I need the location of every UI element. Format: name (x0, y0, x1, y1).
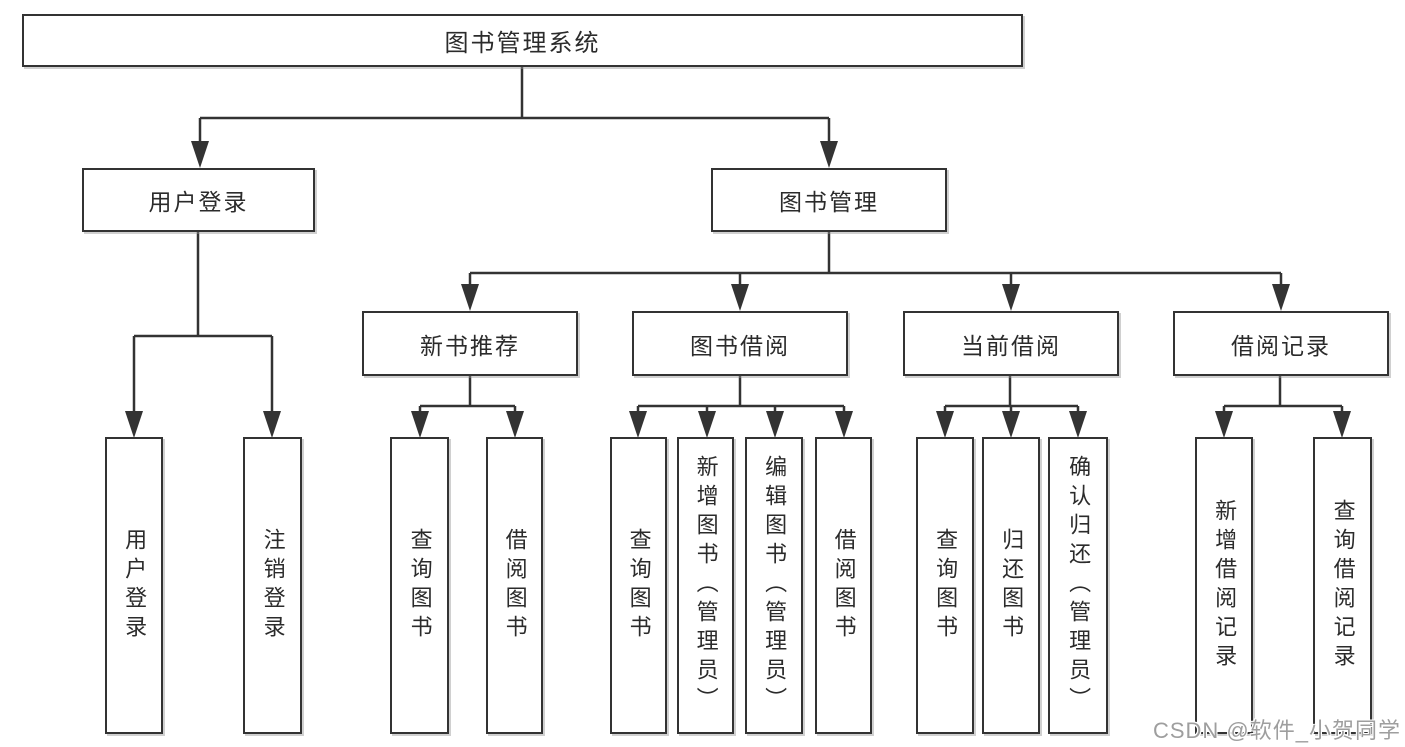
node-book-management: 图书管理 (711, 168, 947, 232)
leaf-borrow-book: 借阅图书 (815, 437, 872, 734)
node-borrow-record-label: 借阅记录 (1231, 332, 1331, 359)
leaf-borrow-book-label: 借阅图书 (831, 527, 857, 644)
leaf-confirm-return-admin: 确认归还（管理员） (1048, 437, 1108, 734)
node-current-borrow-label: 当前借阅 (961, 332, 1061, 359)
node-root: 图书管理系统 (22, 14, 1023, 67)
leaf-recommend-borrow-book-label: 借阅图书 (502, 527, 528, 644)
leaf-current-query-book: 查询图书 (916, 437, 974, 734)
leaf-borrow-query-book-label: 查询图书 (626, 527, 652, 644)
leaf-add-borrow-record-label: 新增借阅记录 (1212, 498, 1238, 673)
node-book-management-label: 图书管理 (779, 189, 879, 215)
leaf-recommend-borrow-book: 借阅图书 (486, 437, 543, 734)
leaf-return-book: 归还图书 (982, 437, 1040, 734)
leaf-user-login-label: 用户登录 (122, 527, 148, 644)
csdn-watermark: CSDN @软件_小贺同学 (1152, 718, 1401, 743)
leaf-recommend-query-book-label: 查询图书 (407, 527, 433, 644)
node-user-login-label: 用户登录 (148, 189, 249, 215)
leaf-logout: 注销登录 (243, 437, 302, 734)
leaf-add-book-admin-label: 新增图书（管理员） (693, 455, 719, 716)
leaf-recommend-query-book: 查询图书 (390, 437, 449, 734)
leaf-query-borrow-record: 查询借阅记录 (1313, 437, 1372, 734)
node-book-borrow-label: 图书借阅 (690, 332, 790, 359)
leaf-borrow-query-book: 查询图书 (610, 437, 667, 734)
arrowheads (125, 141, 1351, 438)
leaf-edit-book-admin: 编辑图书（管理员） (745, 437, 803, 734)
leaf-confirm-return-admin-label: 确认归还（管理员） (1066, 455, 1092, 716)
leaf-add-book-admin: 新增图书（管理员） (677, 437, 734, 734)
leaf-query-borrow-record-label: 查询借阅记录 (1330, 498, 1356, 673)
node-book-borrow: 图书借阅 (632, 311, 848, 376)
node-borrow-record: 借阅记录 (1173, 311, 1389, 376)
leaf-current-query-book-label: 查询图书 (933, 527, 959, 644)
node-new-book-recommend: 新书推荐 (362, 311, 578, 376)
node-new-book-recommend-label: 新书推荐 (420, 332, 520, 359)
node-current-borrow: 当前借阅 (903, 311, 1119, 376)
leaf-edit-book-admin-label: 编辑图书（管理员） (762, 455, 788, 716)
leaf-user-login: 用户登录 (105, 437, 163, 734)
node-root-label: 图书管理系统 (444, 30, 601, 57)
leaf-return-book-label: 归还图书 (999, 527, 1025, 644)
leaf-add-borrow-record: 新增借阅记录 (1195, 437, 1253, 734)
leaf-logout-label: 注销登录 (260, 527, 286, 644)
node-user-login: 用户登录 (82, 168, 315, 232)
